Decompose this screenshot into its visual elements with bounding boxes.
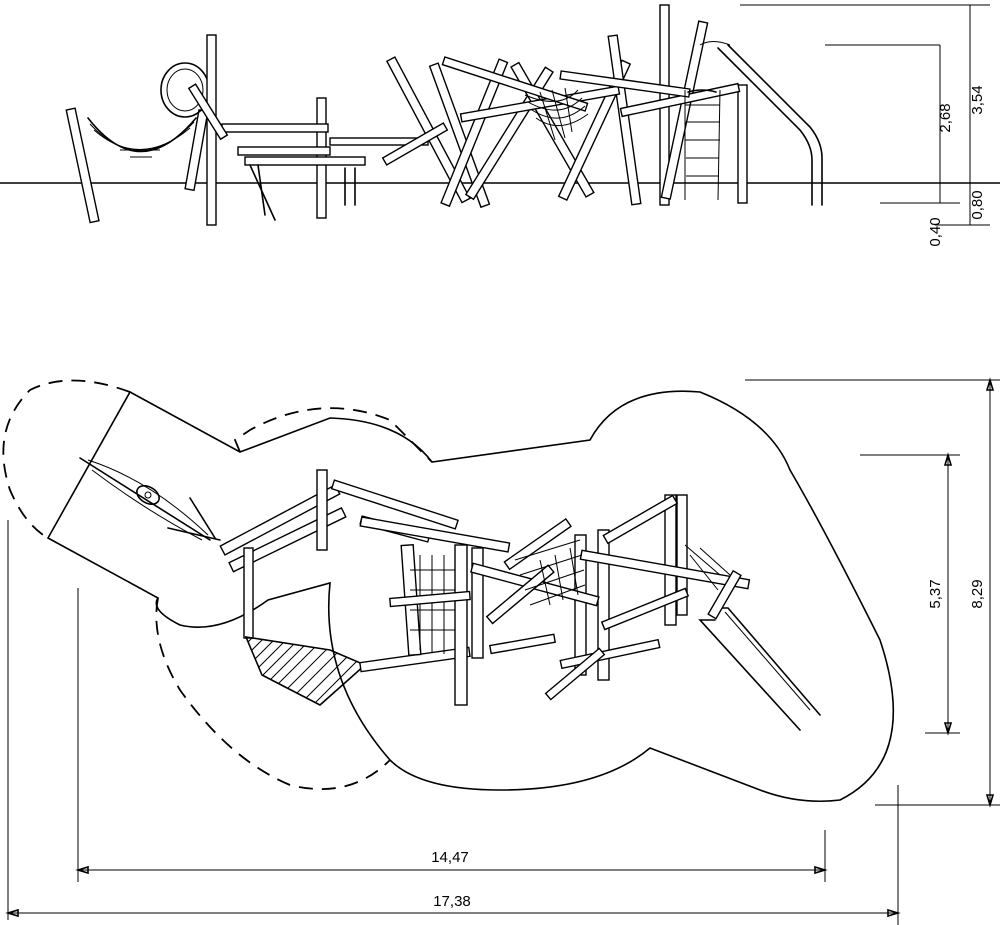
hatched-platform [244,635,471,706]
dim-height-total: 3,54 [969,85,986,114]
dim-plan-width-outer: 8,29 [969,579,986,608]
dim-plan-width-inner: 5,37 [927,579,944,608]
side-elevation: 2,68 3,54 0,80 0,40 [0,4,1000,247]
height-dimensions [740,4,990,226]
central-frame [381,4,748,209]
dim-height-platform: 2,68 [937,103,954,132]
left-frame-plan [219,469,459,639]
dim-length-outer: 17,38 [433,893,471,910]
hammock-plan [79,457,221,541]
plan-view: 5,37 8,29 14,47 17,38 [2,377,1000,925]
slide-plan [698,569,821,731]
dashed-zone [2,379,433,790]
slide [699,41,823,206]
dim-length-inner: 14,47 [431,849,469,866]
safety-zone-outline [46,390,895,803]
dim-foundation: 0,40 [927,217,944,246]
hammock [65,107,209,224]
central-frame-plan [359,494,751,706]
rope-ladder [684,89,721,201]
plan-dimensions [5,377,1000,925]
dim-depth-below: 0,80 [969,190,986,219]
